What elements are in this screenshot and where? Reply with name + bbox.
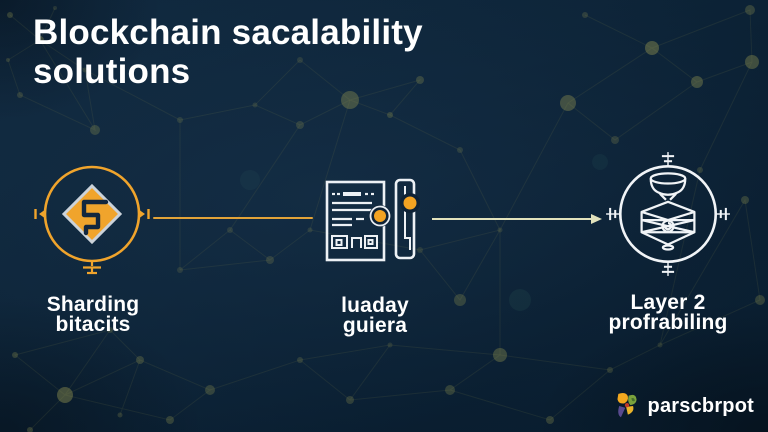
step-label-layer2: Layer 2 profrabiling xyxy=(588,291,748,334)
step-label-sharding: Sharding bitacits xyxy=(13,293,173,336)
title-line-2: solutions xyxy=(33,52,191,91)
document-slider-icon xyxy=(325,178,420,262)
layered-box-icon xyxy=(606,152,730,276)
step-label-luaday: luaday guiera xyxy=(295,294,455,337)
brand-logo: parscbrpot xyxy=(614,391,754,421)
step-label-line: guiera xyxy=(342,314,408,337)
step-label-line: profrabiling xyxy=(608,311,728,334)
brand-logo-icon xyxy=(616,393,637,418)
step-label-line: Layer 2 xyxy=(630,291,706,314)
step-label-line: luaday xyxy=(341,294,409,317)
page-title: Blockchain sacalability solutions xyxy=(33,13,423,91)
step-label-line: Sharding xyxy=(46,293,140,316)
sharding-diamond-icon xyxy=(34,165,150,275)
brand-logo-text: parscbrpot xyxy=(647,394,754,417)
connector-arrow-pale xyxy=(432,214,602,224)
connector-line-gold xyxy=(153,217,313,219)
title-line-1: Blockchain sacalability xyxy=(33,13,423,52)
step-label-line: bitacits xyxy=(55,313,131,336)
